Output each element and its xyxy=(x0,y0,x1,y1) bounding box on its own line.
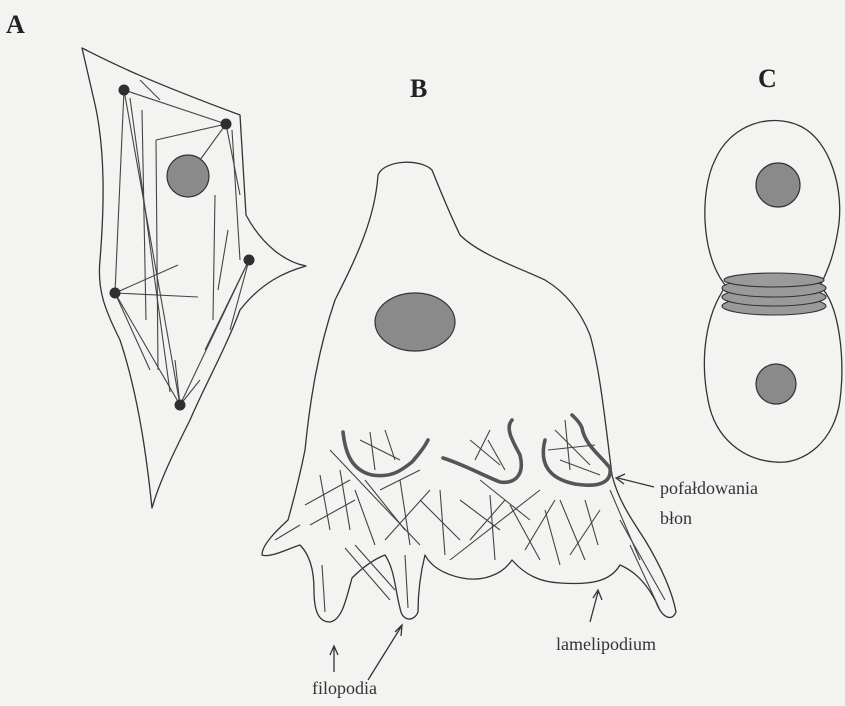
cell-b-nucleus xyxy=(375,293,455,351)
stress-fiber xyxy=(218,230,228,290)
actin-filament xyxy=(340,470,350,530)
stress-fiber xyxy=(232,130,240,260)
focal-adhesion xyxy=(221,119,232,130)
focal-adhesion xyxy=(110,288,121,299)
focal-adhesion xyxy=(175,400,186,411)
actin-filament xyxy=(480,480,530,520)
cell-c xyxy=(704,120,841,462)
cell-c-nucleus-bottom xyxy=(756,364,796,404)
actin-filament xyxy=(355,490,375,545)
stress-fiber xyxy=(213,195,215,320)
cell-b xyxy=(262,162,676,680)
contractile-ring xyxy=(722,273,826,315)
actin-filament xyxy=(320,475,330,530)
actin-filament xyxy=(400,480,410,545)
membrane-ruffle xyxy=(443,420,521,482)
cell-b-actin-meshwork xyxy=(275,450,665,612)
stress-fiber xyxy=(205,260,249,350)
membrane-ruffle xyxy=(543,415,610,485)
actin-filament xyxy=(545,510,560,565)
actin-filament xyxy=(440,490,445,555)
actin-filament xyxy=(488,440,505,470)
stress-fiber xyxy=(130,98,170,392)
actin-filament xyxy=(525,500,555,550)
membrane-ruffles xyxy=(343,415,610,485)
filopodia-arrow-2 xyxy=(368,627,401,680)
cell-a xyxy=(82,48,306,508)
stress-fiber xyxy=(115,265,178,293)
actin-filament xyxy=(470,500,505,540)
panel-label-a: A xyxy=(6,10,25,40)
stress-fiber xyxy=(115,293,150,370)
actin-bundle xyxy=(405,555,408,608)
stress-fiber xyxy=(226,124,240,195)
membrane-ruffle xyxy=(343,432,428,476)
label-filopodia: filopodia xyxy=(312,678,377,699)
panel-label-c: C xyxy=(758,64,777,94)
cell-a-nucleus xyxy=(167,155,209,197)
label-lamellipodium: lamelipodium xyxy=(556,634,656,655)
cell-c-nucleus-top xyxy=(756,163,800,207)
actin-bundle xyxy=(275,525,300,540)
actin-filament xyxy=(370,432,375,470)
stress-fiber xyxy=(156,140,158,370)
actin-filament xyxy=(620,520,665,600)
focal-adhesion xyxy=(119,85,130,96)
actin-filament xyxy=(420,500,460,540)
actin-filament xyxy=(630,545,660,610)
actin-filament xyxy=(585,500,598,545)
actin-filament xyxy=(450,490,540,560)
actin-filament xyxy=(570,510,600,555)
label-membrane-ruffles: pofałdowania xyxy=(660,478,758,499)
stress-fiber xyxy=(124,90,226,124)
panel-label-b: B xyxy=(410,74,427,104)
focal-adhesion xyxy=(244,255,255,266)
actin-filament xyxy=(560,460,600,475)
ruffle-arrow xyxy=(618,478,654,487)
actin-bundle xyxy=(322,565,325,612)
label-membrane-ruffles-line2: błon xyxy=(660,508,692,529)
cell-a-stress-fibers xyxy=(115,80,249,405)
cell-b-outline xyxy=(262,162,676,622)
contractile-ring-band xyxy=(724,273,824,287)
stress-fiber xyxy=(115,90,124,293)
